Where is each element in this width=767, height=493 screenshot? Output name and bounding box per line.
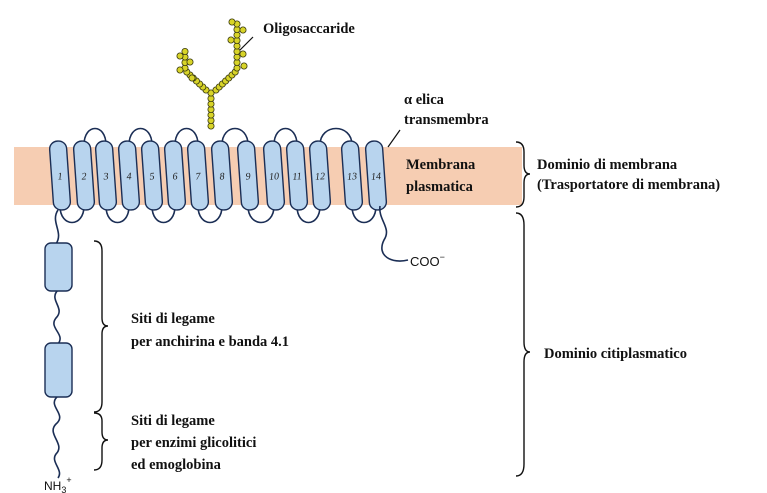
helix-number: 3 bbox=[102, 171, 109, 182]
alpha-helix-label-line1: α elica bbox=[404, 92, 445, 108]
helix-number: 11 bbox=[292, 171, 302, 183]
membrane-domain-label-line1: Dominio di membrana bbox=[537, 157, 678, 173]
alpha-helix-leader-line bbox=[388, 130, 400, 147]
alpha-helix-label-line2: transmembra bbox=[404, 112, 489, 128]
oligosaccharide-label: Oligosaccaride bbox=[263, 21, 355, 37]
helix-number: 10 bbox=[269, 171, 280, 183]
glycolytic-sites-brace bbox=[94, 413, 108, 470]
sugar-residue bbox=[187, 59, 193, 65]
helix-number: 1 bbox=[57, 171, 63, 182]
helix-number: 5 bbox=[149, 171, 155, 182]
ankyrin-sites-label-line2: per anchirina e banda 4.1 bbox=[131, 334, 289, 350]
glycolytic-sites-label-line2: per enzimi glicolitici bbox=[131, 435, 256, 451]
sugar-residue bbox=[228, 37, 234, 43]
helix-number: 12 bbox=[315, 171, 326, 183]
sugar-residue bbox=[240, 51, 246, 57]
membrane-domain-label-line2: (Trasportatore di membrana) bbox=[537, 177, 720, 193]
cytoplasmic-helix-lower bbox=[45, 343, 72, 397]
sugar-residue bbox=[177, 67, 183, 73]
helix-number: 6 bbox=[172, 171, 178, 182]
helix-number: 9 bbox=[245, 171, 251, 182]
oligosaccharide-chain bbox=[177, 19, 247, 129]
ankyrin-sites-brace bbox=[94, 241, 108, 412]
membrane-label-line2: plasmatica bbox=[406, 179, 474, 195]
ankyrin-sites-label-line1: Siti di legame bbox=[131, 311, 215, 327]
helix-number: 8 bbox=[219, 171, 225, 182]
helix-number: 4 bbox=[126, 171, 132, 182]
sugar-residue bbox=[241, 63, 247, 69]
coo-terminus-label: COO− bbox=[410, 252, 445, 269]
helix-number: 14 bbox=[371, 171, 382, 183]
cytoplasmic-domain-brace bbox=[516, 213, 530, 476]
sugar-residue bbox=[189, 75, 195, 81]
sugar-residue bbox=[240, 27, 246, 33]
helix-number: 2 bbox=[81, 171, 87, 182]
cytoplasmic-domain-label: Dominio citiplasmatico bbox=[544, 346, 687, 362]
glycolytic-sites-label-line3: ed emoglobina bbox=[131, 457, 222, 473]
c-terminal-tail bbox=[380, 206, 408, 261]
oligosaccharide-leader-line bbox=[240, 37, 253, 50]
glycolytic-sites-label-line1: Siti di legame bbox=[131, 413, 215, 429]
sugar-residue bbox=[182, 48, 188, 54]
sugar-residue bbox=[229, 19, 235, 25]
membrane-label-line1: Membrana bbox=[406, 157, 476, 173]
helix-number: 13 bbox=[347, 171, 358, 183]
cytoplasmic-helix-upper bbox=[45, 243, 72, 291]
sugar-residue bbox=[177, 53, 183, 59]
